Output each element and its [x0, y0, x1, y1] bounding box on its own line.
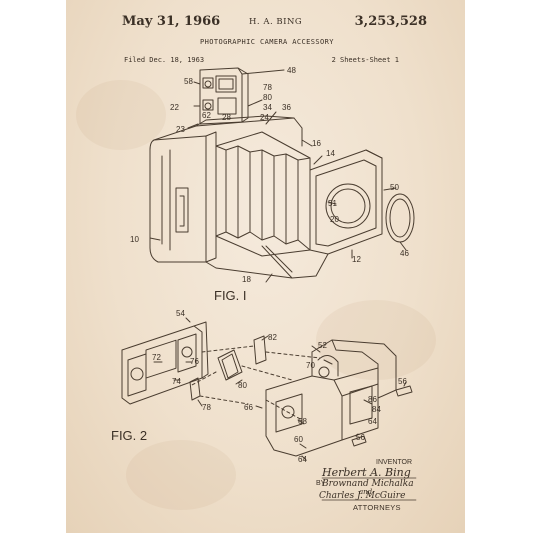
- svg-text:10: 10: [130, 235, 139, 244]
- svg-text:66: 66: [244, 403, 253, 412]
- inventor-label: INVENTOR: [376, 459, 413, 466]
- svg-text:64: 64: [368, 417, 377, 426]
- svg-text:56: 56: [398, 377, 407, 386]
- attorney-signature-2: Charles J. McGuire: [319, 491, 406, 501]
- svg-text:76: 76: [190, 357, 199, 366]
- inventor-header: H. A. BING: [249, 17, 303, 27]
- svg-text:20: 20: [330, 215, 339, 224]
- svg-text:68: 68: [298, 417, 307, 426]
- svg-text:12: 12: [352, 255, 361, 264]
- by-label: BY: [316, 480, 326, 487]
- patent-date: May 31, 1966: [122, 14, 221, 29]
- svg-text:51: 51: [328, 199, 337, 208]
- svg-text:36: 36: [282, 103, 291, 112]
- patent-drawing: 58 48 78 80 34 22 24 36 62 28 23 16 14 5…: [121, 66, 417, 501]
- patent-number: 3,253,528: [354, 14, 427, 29]
- svg-text:48: 48: [287, 66, 296, 75]
- svg-text:86: 86: [368, 395, 377, 404]
- fig1-label: FIG. I: [214, 288, 247, 303]
- paper-stain: [126, 440, 236, 510]
- svg-text:74: 74: [172, 377, 181, 386]
- attorney-signature-1: Brownand Michalka: [322, 479, 414, 489]
- svg-text:28: 28: [222, 113, 231, 122]
- svg-text:64: 64: [298, 455, 307, 464]
- svg-text:46: 46: [400, 249, 409, 258]
- patent-sheet: May 31, 1966 H. A. BING 3,253,528 PHOTOG…: [66, 0, 465, 533]
- svg-text:23: 23: [176, 125, 185, 134]
- patent-title: PHOTOGRAPHIC CAMERA ACCESSORY: [200, 38, 334, 46]
- svg-text:58: 58: [184, 77, 193, 86]
- svg-text:84: 84: [372, 405, 381, 414]
- svg-text:24: 24: [260, 113, 269, 122]
- svg-text:62: 62: [202, 111, 211, 120]
- svg-text:22: 22: [170, 103, 179, 112]
- sheet-count: 2 Sheets-Sheet 1: [331, 56, 399, 64]
- svg-text:50: 50: [390, 183, 399, 192]
- svg-text:16: 16: [312, 139, 321, 148]
- fig2-exploded: 54 82 52 72 76 70 74 80 56 78 66 86 84 6…: [121, 309, 413, 464]
- svg-text:70: 70: [306, 361, 315, 370]
- svg-text:14: 14: [326, 149, 335, 158]
- svg-text:80: 80: [263, 93, 272, 102]
- svg-text:54: 54: [176, 309, 185, 318]
- filed-date: Filed Dec. 18, 1963: [124, 56, 205, 64]
- svg-text:72: 72: [152, 353, 161, 362]
- svg-text:18: 18: [242, 275, 251, 284]
- svg-text:60: 60: [294, 435, 303, 444]
- and-word: and: [359, 488, 373, 496]
- fig2-label: FIG. 2: [111, 428, 148, 443]
- attorneys-label: ATTORNEYS: [353, 503, 401, 512]
- paper-stain: [76, 80, 166, 150]
- fig1-camera: 58 48 78 80 34 22 24 36 62 28 23 16 14 5…: [130, 66, 415, 284]
- svg-text:80: 80: [238, 381, 247, 390]
- svg-text:78: 78: [263, 83, 272, 92]
- svg-text:82: 82: [268, 333, 277, 342]
- svg-text:34: 34: [263, 103, 272, 112]
- svg-text:56: 56: [356, 433, 365, 442]
- svg-text:52: 52: [318, 341, 327, 350]
- inventor-signature: Herbert A. Bing: [322, 466, 411, 479]
- svg-text:78: 78: [202, 403, 211, 412]
